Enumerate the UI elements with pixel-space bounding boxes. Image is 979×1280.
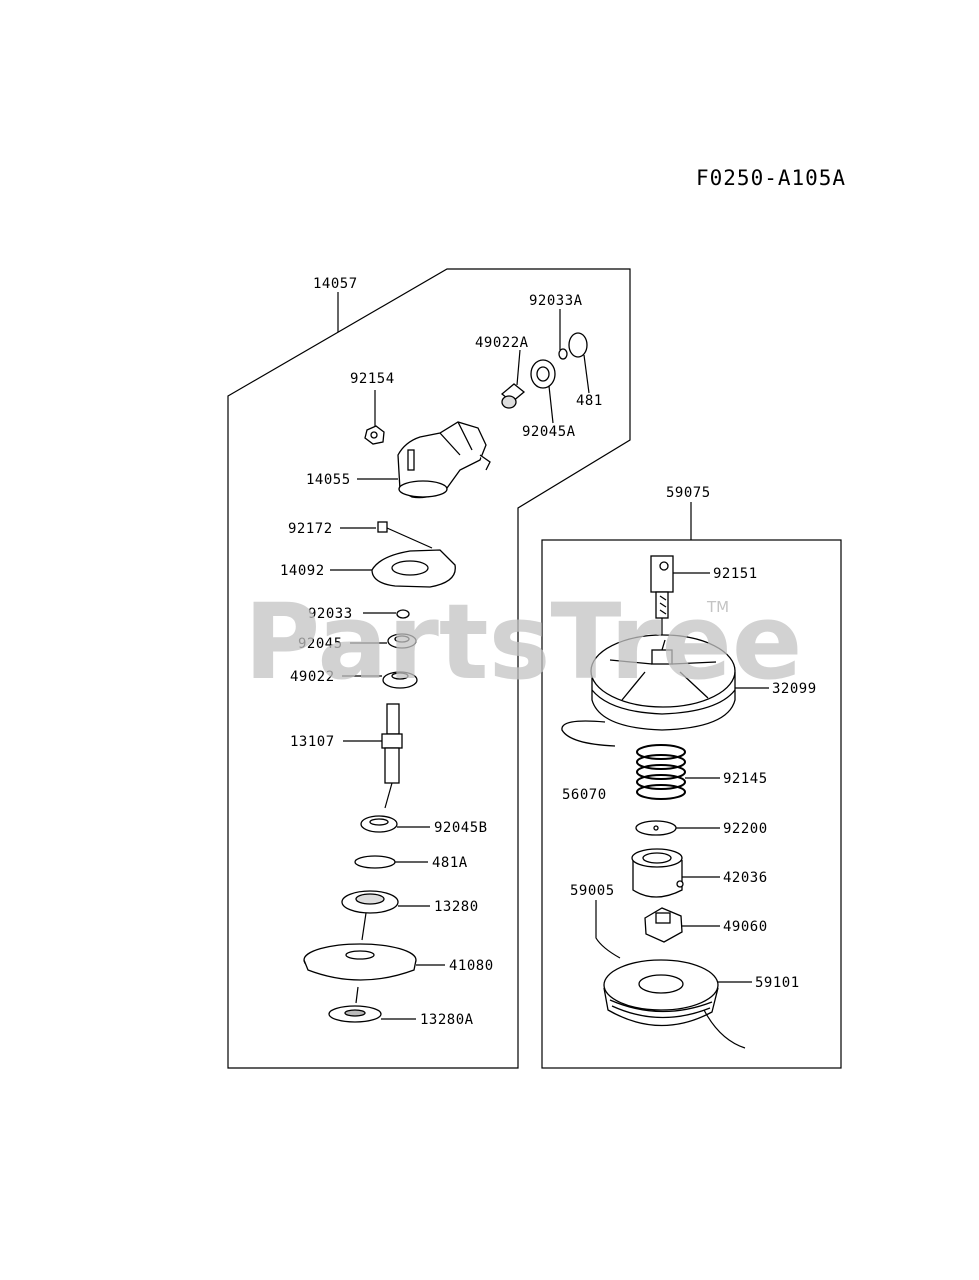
- label-13280: 13280: [434, 899, 479, 915]
- label-32099: 32099: [772, 681, 817, 697]
- label-92033A: 92033A: [529, 293, 583, 309]
- label-13107: 13107: [290, 734, 335, 750]
- diagram-code: F0250-A105A: [696, 166, 846, 190]
- label-59005: 59005: [570, 883, 615, 899]
- label-49060: 49060: [723, 919, 768, 935]
- label-92033: 92033: [308, 606, 353, 622]
- label-41080: 41080: [449, 958, 494, 974]
- label-92145: 92145: [723, 771, 768, 787]
- label-92151: 92151: [713, 566, 758, 582]
- nut-49060: [644, 907, 683, 943]
- label-49022: 49022: [290, 669, 335, 685]
- spool-59101: [603, 959, 746, 1049]
- spool-housing-32099: [590, 634, 736, 731]
- assembly-label-59075: 59075: [666, 485, 711, 501]
- label-92045A: 92045A: [522, 424, 576, 440]
- label-481: 481: [576, 393, 603, 409]
- label-56070: 56070: [562, 787, 607, 803]
- label-92045B: 92045B: [434, 820, 488, 836]
- label-59101: 59101: [755, 975, 800, 991]
- gear-case-14055: [397, 421, 491, 499]
- label-92154: 92154: [350, 371, 395, 387]
- watermark: PartsTree: [244, 581, 802, 703]
- label-14092: 14092: [280, 563, 325, 579]
- label-49022A: 49022A: [475, 335, 529, 351]
- label-42036: 42036: [723, 870, 768, 886]
- watermark-tm: TM: [706, 598, 729, 616]
- label-14055: 14055: [306, 472, 351, 488]
- label-13280A: 13280A: [420, 1012, 474, 1028]
- label-92172: 92172: [288, 521, 333, 537]
- adapter-42036: [631, 848, 684, 898]
- left-assembly-outline: [227, 268, 631, 1069]
- shaft-13107: [381, 703, 403, 784]
- assembly-label-14057: 14057: [313, 276, 358, 292]
- label-481A: 481A: [432, 855, 468, 871]
- spring-92145: [636, 744, 686, 800]
- label-92200: 92200: [723, 821, 768, 837]
- label-92045: 92045: [298, 636, 343, 652]
